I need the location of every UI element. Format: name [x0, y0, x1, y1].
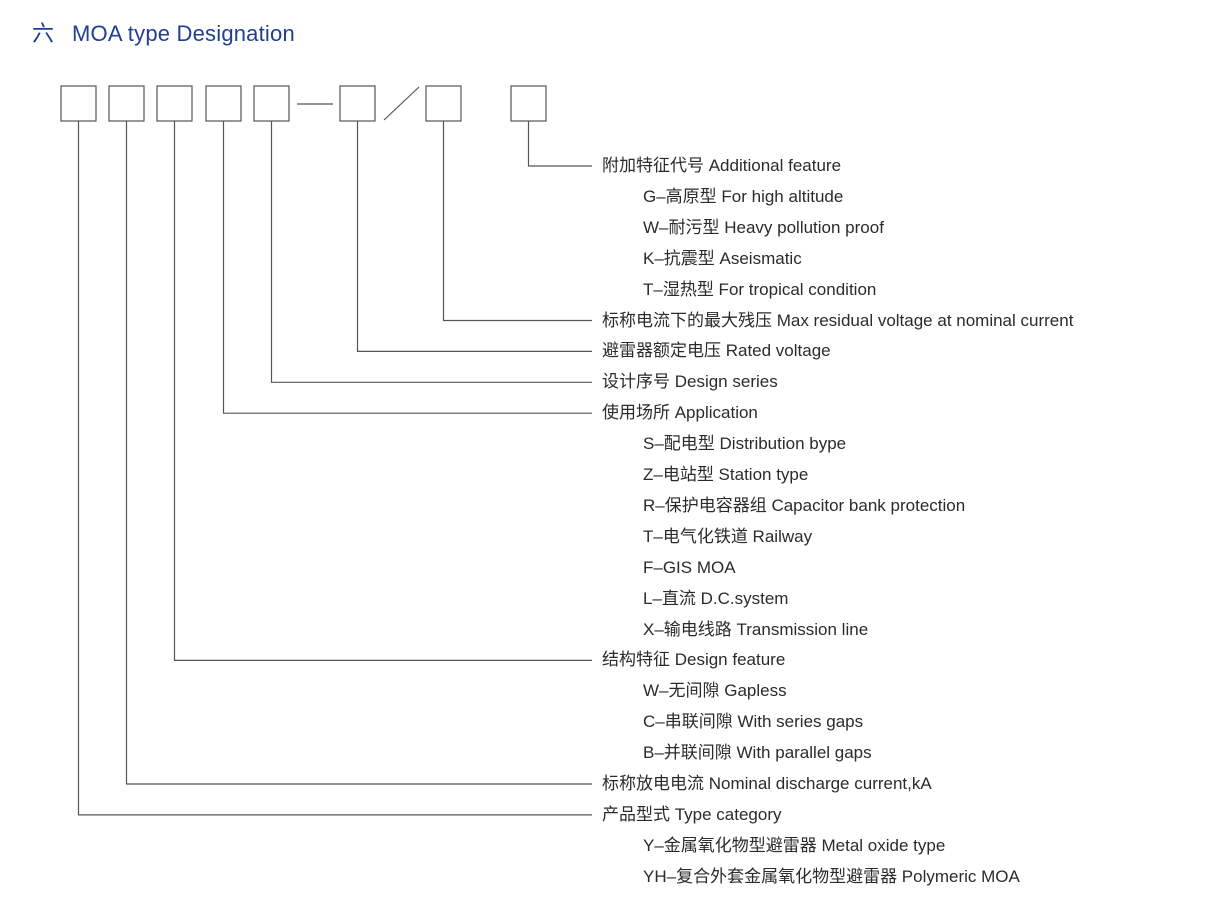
option-item: K–抗震型 Aseismatic — [643, 248, 802, 268]
option-item: X–输电线路 Transmission line — [643, 619, 869, 639]
option-item: W–无间隙 Gapless — [643, 681, 787, 701]
option-item: R–保护电容器组 Capacitor bank protection — [643, 495, 966, 515]
option-item: Y–金属氧化物型避雷器 Metal oxide type — [643, 835, 946, 855]
code-box-4 — [205, 85, 242, 122]
code-box-3 — [156, 85, 193, 122]
code-box-6 — [339, 85, 376, 122]
field-label-6: 结构特征 Design feature — [602, 650, 786, 670]
option-item: G–高原型 For high altitude — [643, 186, 844, 206]
leader-line-7 — [125, 121, 592, 785]
option-item: F–GIS MOA — [643, 557, 736, 577]
option-item: B–并联间隙 With parallel gaps — [643, 743, 872, 763]
code-box-7 — [425, 85, 462, 122]
leader-line-1 — [527, 121, 592, 167]
field-label-3: 避雷器额定电压 Rated voltage — [602, 341, 831, 361]
field-label-4: 设计序号 Design series — [602, 372, 778, 392]
slash-separator — [383, 86, 420, 121]
leader-line-3 — [356, 121, 592, 352]
option-item: C–串联间隙 With series gaps — [643, 712, 864, 732]
option-item: L–直流 D.C.system — [643, 588, 789, 608]
section-number: 六 — [32, 21, 55, 46]
option-item: T–湿热型 For tropical condition — [643, 279, 877, 299]
option-item: S–配电型 Distribution bype — [643, 434, 847, 454]
code-box-1 — [60, 85, 97, 122]
leader-line-8 — [77, 121, 592, 816]
section-title: MOA type Designation — [72, 21, 295, 46]
field-label-7: 标称放电电流 Nominal discharge current,kA — [602, 774, 932, 793]
option-item: YH–复合外套金属氧化物型避雷器 Polymeric MOA — [643, 866, 1020, 886]
option-item: Z–电站型 Station type — [643, 465, 809, 484]
option-item: W–耐污型 Heavy pollution proof — [643, 217, 884, 237]
leader-line-5 — [222, 121, 592, 414]
option-item: T–电气化铁道 Railway — [643, 526, 813, 546]
code-box-5 — [253, 85, 290, 122]
field-label-2: 标称电流下的最大残压 Max residual voltage at nomin… — [602, 310, 1074, 330]
field-label-1: 附加特征代号 Additional feature — [602, 156, 842, 175]
leader-line-4 — [270, 121, 592, 383]
code-box-2 — [108, 85, 145, 122]
leader-line-2 — [442, 121, 592, 322]
page-title: 六 MOA type Designation — [32, 16, 295, 48]
field-label-8: 产品型式 Type category — [602, 804, 782, 824]
code-box-8 — [510, 85, 547, 122]
leader-line-6 — [173, 121, 592, 662]
field-label-5: 使用场所 Application — [602, 403, 758, 423]
